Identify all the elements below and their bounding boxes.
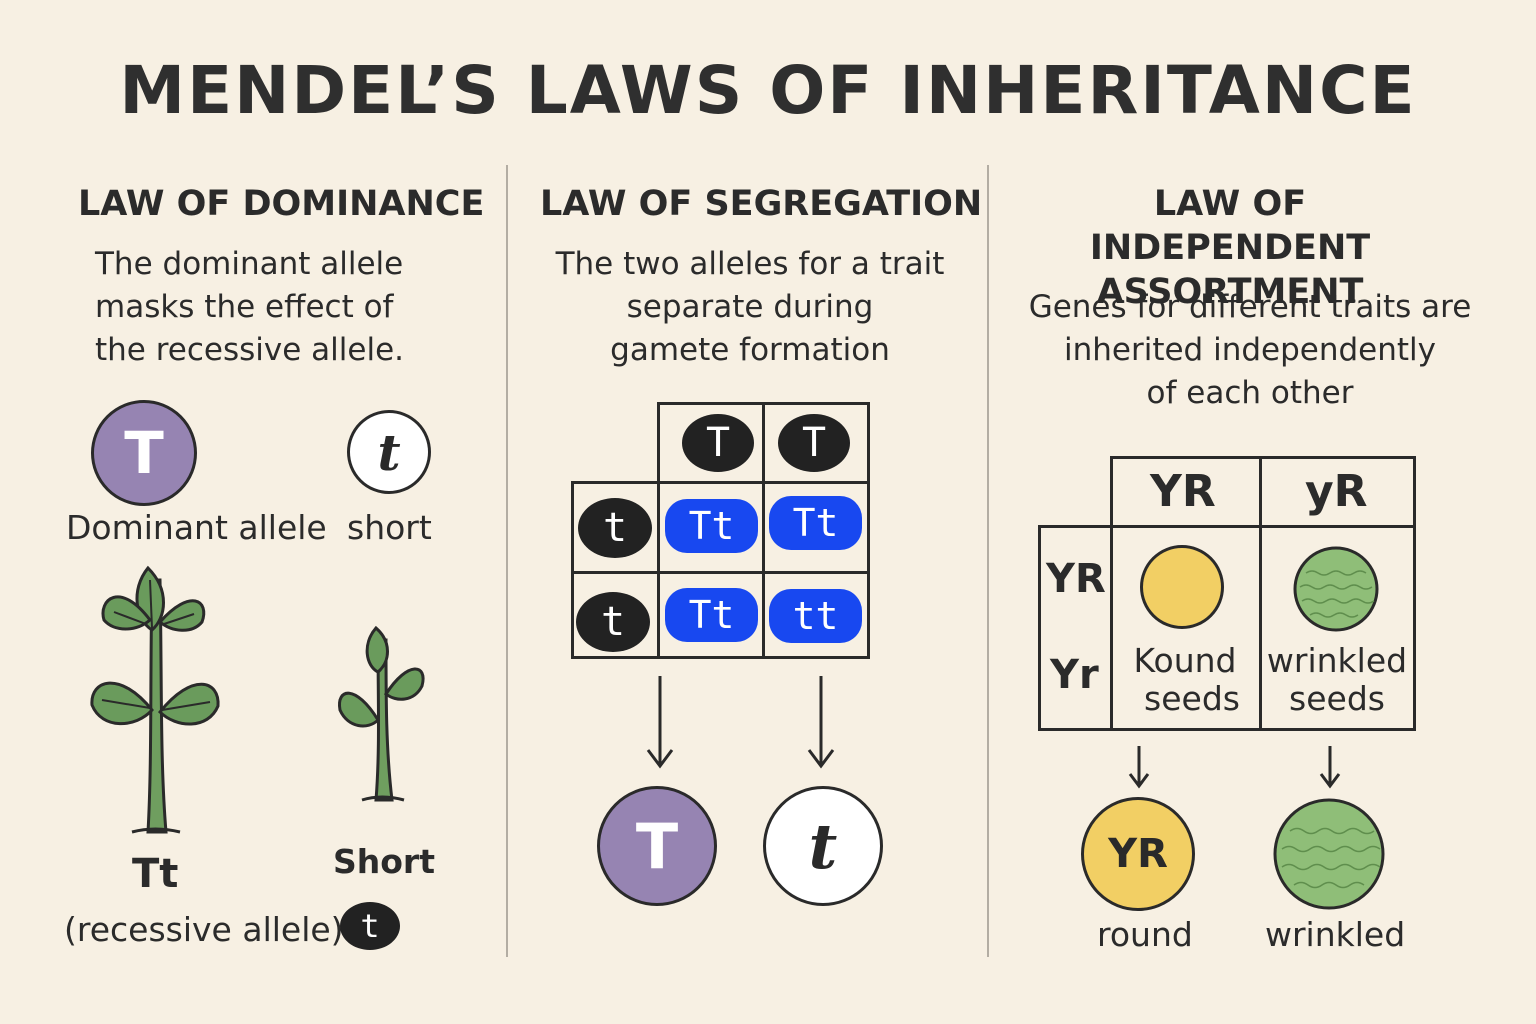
independent-heading-line: LAW OF INDEPENDENT [1089,184,1371,268]
segregation-description-line: gamete formation [610,332,890,368]
segregation-description: The two alleles for a trait separate dur… [530,243,970,372]
small-recessive-allele-pill: t [340,902,400,950]
cell-label-line: Kound [1133,641,1237,680]
tall-plant-icon [90,565,220,834]
genotype-cell: Tt [665,588,758,642]
short-plant-icon [338,625,425,802]
dominance-heading: LAW OF DOMINANCE [78,184,485,224]
cell-label-line: seeds [1289,679,1385,718]
column-header: YR [1150,466,1216,517]
side-allele-pill: t [576,592,650,652]
dominance-description-line: masks the effect of [95,289,394,325]
genotype-text: Tt [688,593,735,637]
dominance-description-line: The dominant allele [95,246,404,282]
column-divider-left [506,165,508,957]
grid-cell [762,571,870,659]
cell-label-line: wrinkled [1266,641,1408,680]
page-title: MENDEL’S LAWS OF INHERITANCE [119,52,1417,129]
column-header: yR [1305,466,1368,517]
result-wrinkled-pea-icon [1273,798,1385,910]
tall-plant-genotype: Tt [132,851,179,897]
independent-description-line: inherited independently [1063,332,1436,368]
down-arrow-icon [1319,746,1341,789]
green-wrinkled-pea-icon [1293,546,1379,632]
segregation-heading: LAW OF SEGREGATION [540,184,983,224]
dominant-allele-circle: T [91,400,197,506]
independent-heading-line: ASSORTMENT [1096,272,1364,312]
genotype-text: Tt [792,501,839,545]
top-allele-symbol: T [705,420,731,466]
recessive-allele-caption: short [347,508,432,547]
dominance-description-line: the recessive allele. [95,332,405,368]
genotype-cell: Tt [665,499,758,553]
row-header: YR [1046,556,1106,602]
genotype-text: tt [792,594,839,638]
dominant-allele-caption: Dominant allele [66,508,327,547]
down-arrow-icon [646,676,674,769]
side-allele-pill: t [578,498,652,558]
result-wrinkled-caption: wrinkled [1265,915,1406,954]
gamete-recessive-circle: t [763,786,883,906]
independent-description: Genes for different traits are inherited… [1010,286,1490,415]
down-arrow-icon [1128,746,1150,789]
result-round-symbol: YR [1108,831,1168,877]
short-plant-caption: Short [333,842,435,881]
side-allele-symbol: t [600,599,626,645]
recessive-allele-circle: t [347,410,431,494]
column-divider-right [987,165,989,957]
side-allele-symbol: t [602,505,628,551]
cell-label-round: Kound seeds [1115,642,1255,718]
cell-label-wrinkled: wrinkled seeds [1262,642,1412,718]
independent-description-line: of each other [1146,375,1354,411]
independent-description-line: Genes for different traits are [1028,289,1472,325]
gamete-recessive-symbol: t [808,809,838,883]
down-arrow-icon [807,676,835,769]
top-allele-symbol: T [801,420,827,466]
genotype-cell: tt [769,589,862,643]
gamete-dominant-symbol: T [635,809,679,883]
gamete-dominant-circle: T [597,786,717,906]
independent-heading: LAW OF INDEPENDENT ASSORTMENT [1020,182,1440,314]
small-recessive-allele-symbol: t [360,907,380,945]
result-round-pea: YR [1081,797,1195,911]
dominance-description: The dominant allele masks the effect of … [95,243,475,372]
grid-cell [1259,525,1416,731]
tall-plant-caption: (recessive allele) [64,910,344,949]
top-allele-pill: T [778,414,850,472]
dominant-allele-symbol: T [124,419,164,487]
result-round-caption: round [1097,915,1193,954]
genotype-cell: Tt [769,496,862,550]
top-allele-pill: T [682,414,754,472]
segregation-description-line: separate during [626,289,874,325]
recessive-allele-symbol: t [377,422,401,482]
yellow-round-pea-icon [1140,545,1224,629]
row-header: Yr [1050,652,1099,698]
segregation-description-line: The two alleles for a trait [555,246,945,282]
cell-label-line: seeds [1144,679,1240,718]
genotype-text: Tt [688,504,735,548]
